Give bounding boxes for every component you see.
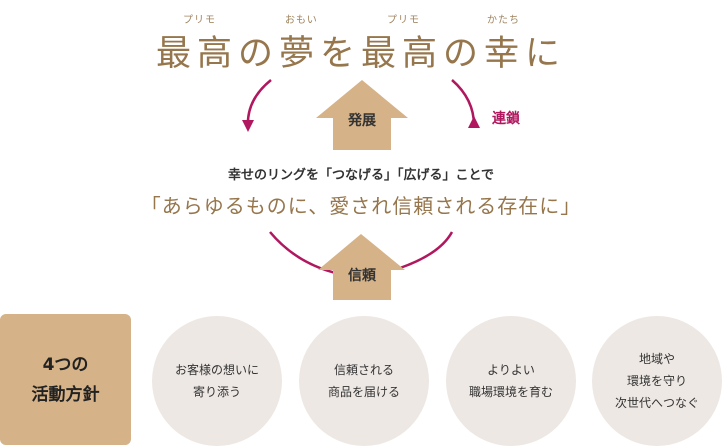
policy-text: 信頼される 商品を届ける [327,363,400,399]
growth-label: 発展 [348,113,376,129]
policy-circle-customer: お客様の想いに 寄り添う [152,316,282,446]
policy-circle-products: 信頼される 商品を届ける [299,316,429,446]
policies-title-box: 4つの 活動方針 [0,314,131,445]
policy-text: お客様の想いに 寄り添う [174,363,259,399]
policy-circle-workplace: よりよい 職場環境を育む [446,316,576,446]
ring-arrowhead-left [242,120,254,132]
ruby-katachi: かたち [487,15,520,26]
ring-arc-bottom-right [399,231,454,270]
ruby-primo-1: プリモ [183,15,216,26]
ruby-omoi: おもい [285,15,318,26]
policy-text: よりよい 職場環境を育む [468,363,553,399]
ring-arc-right-top [451,79,476,129]
ring-main-statement: 「あらゆるものに、愛され信頼される存在に」 [140,194,582,218]
ruby-primo-2: プリモ [387,15,420,26]
policies-title: 4つの 活動方針 [31,354,100,405]
trust-label: 信頼 [348,268,376,284]
policy-text: 地域や 環境を守り 次世代へつなぐ [614,352,699,410]
policy-circle-community: 地域や 環境を守り 次世代へつなぐ [592,316,722,446]
page-title: 最高の夢を最高の幸に [155,34,566,74]
ring-arrowhead-right [468,116,480,128]
ring-arc-left-top [246,79,272,129]
ring-subtitle: 幸せのリングを「つなげる」「広げる」ことで [227,168,495,183]
chain-label: 連鎖 [492,111,520,127]
